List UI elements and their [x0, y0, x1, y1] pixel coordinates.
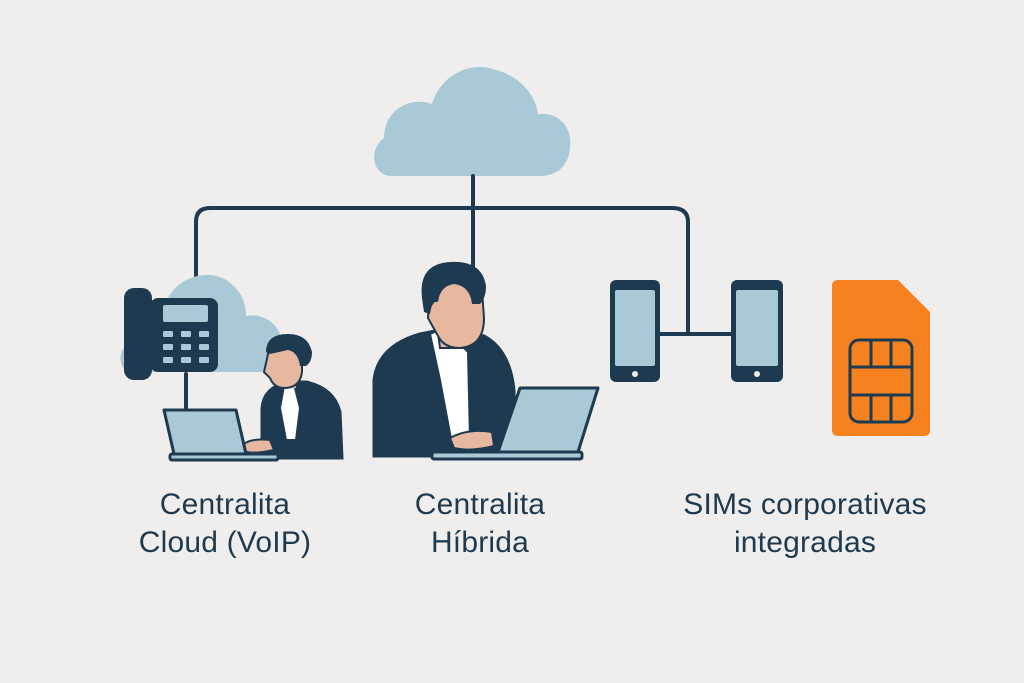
- left-person-body: [260, 380, 344, 460]
- desk-phone-icon: [124, 288, 218, 380]
- phone-handset: [124, 288, 152, 380]
- left-person-icon: [242, 334, 344, 460]
- left-person-hand: [242, 438, 276, 454]
- smartphone-left-icon: [610, 280, 660, 382]
- caption-hybrid-pbx-line1: Centralita: [414, 488, 546, 521]
- left-branch-line: [194, 206, 475, 284]
- center-person-hand: [448, 429, 496, 451]
- caption-cloud-pbx-line1: Centralita: [159, 488, 291, 521]
- caption-sims: SIMs corporativas integradas: [645, 486, 965, 562]
- sim-card-body: [832, 280, 930, 436]
- left-person-hair: [266, 334, 312, 366]
- caption-sims-line2: integradas: [733, 526, 877, 559]
- center-person-icon: [372, 261, 516, 458]
- center-laptop-base: [430, 450, 584, 461]
- sim-chip: [848, 338, 914, 424]
- smartphone-right-icon: [731, 280, 783, 382]
- center-laptop-icon: [430, 386, 600, 461]
- phone-keypad: [163, 331, 209, 363]
- right-branch-line: [471, 206, 690, 336]
- center-person-hair: [421, 261, 486, 314]
- sim-card-icon: [832, 280, 930, 436]
- left-laptop-screen: [162, 408, 248, 456]
- left-laptop-icon: [162, 408, 280, 462]
- main-cloud-icon: [374, 67, 571, 176]
- caption-hybrid-pbx: Centralita Híbrida: [365, 486, 595, 562]
- caption-cloud-pbx-line2: Cloud (VoIP): [138, 526, 312, 559]
- caption-hybrid-pbx-line2: Híbrida: [430, 526, 530, 559]
- caption-sims-line1: SIMs corporativas: [683, 488, 927, 521]
- phone-display: [163, 305, 208, 322]
- left-laptop-base: [168, 452, 280, 462]
- caption-cloud-pbx: Centralita Cloud (VoIP): [110, 486, 340, 562]
